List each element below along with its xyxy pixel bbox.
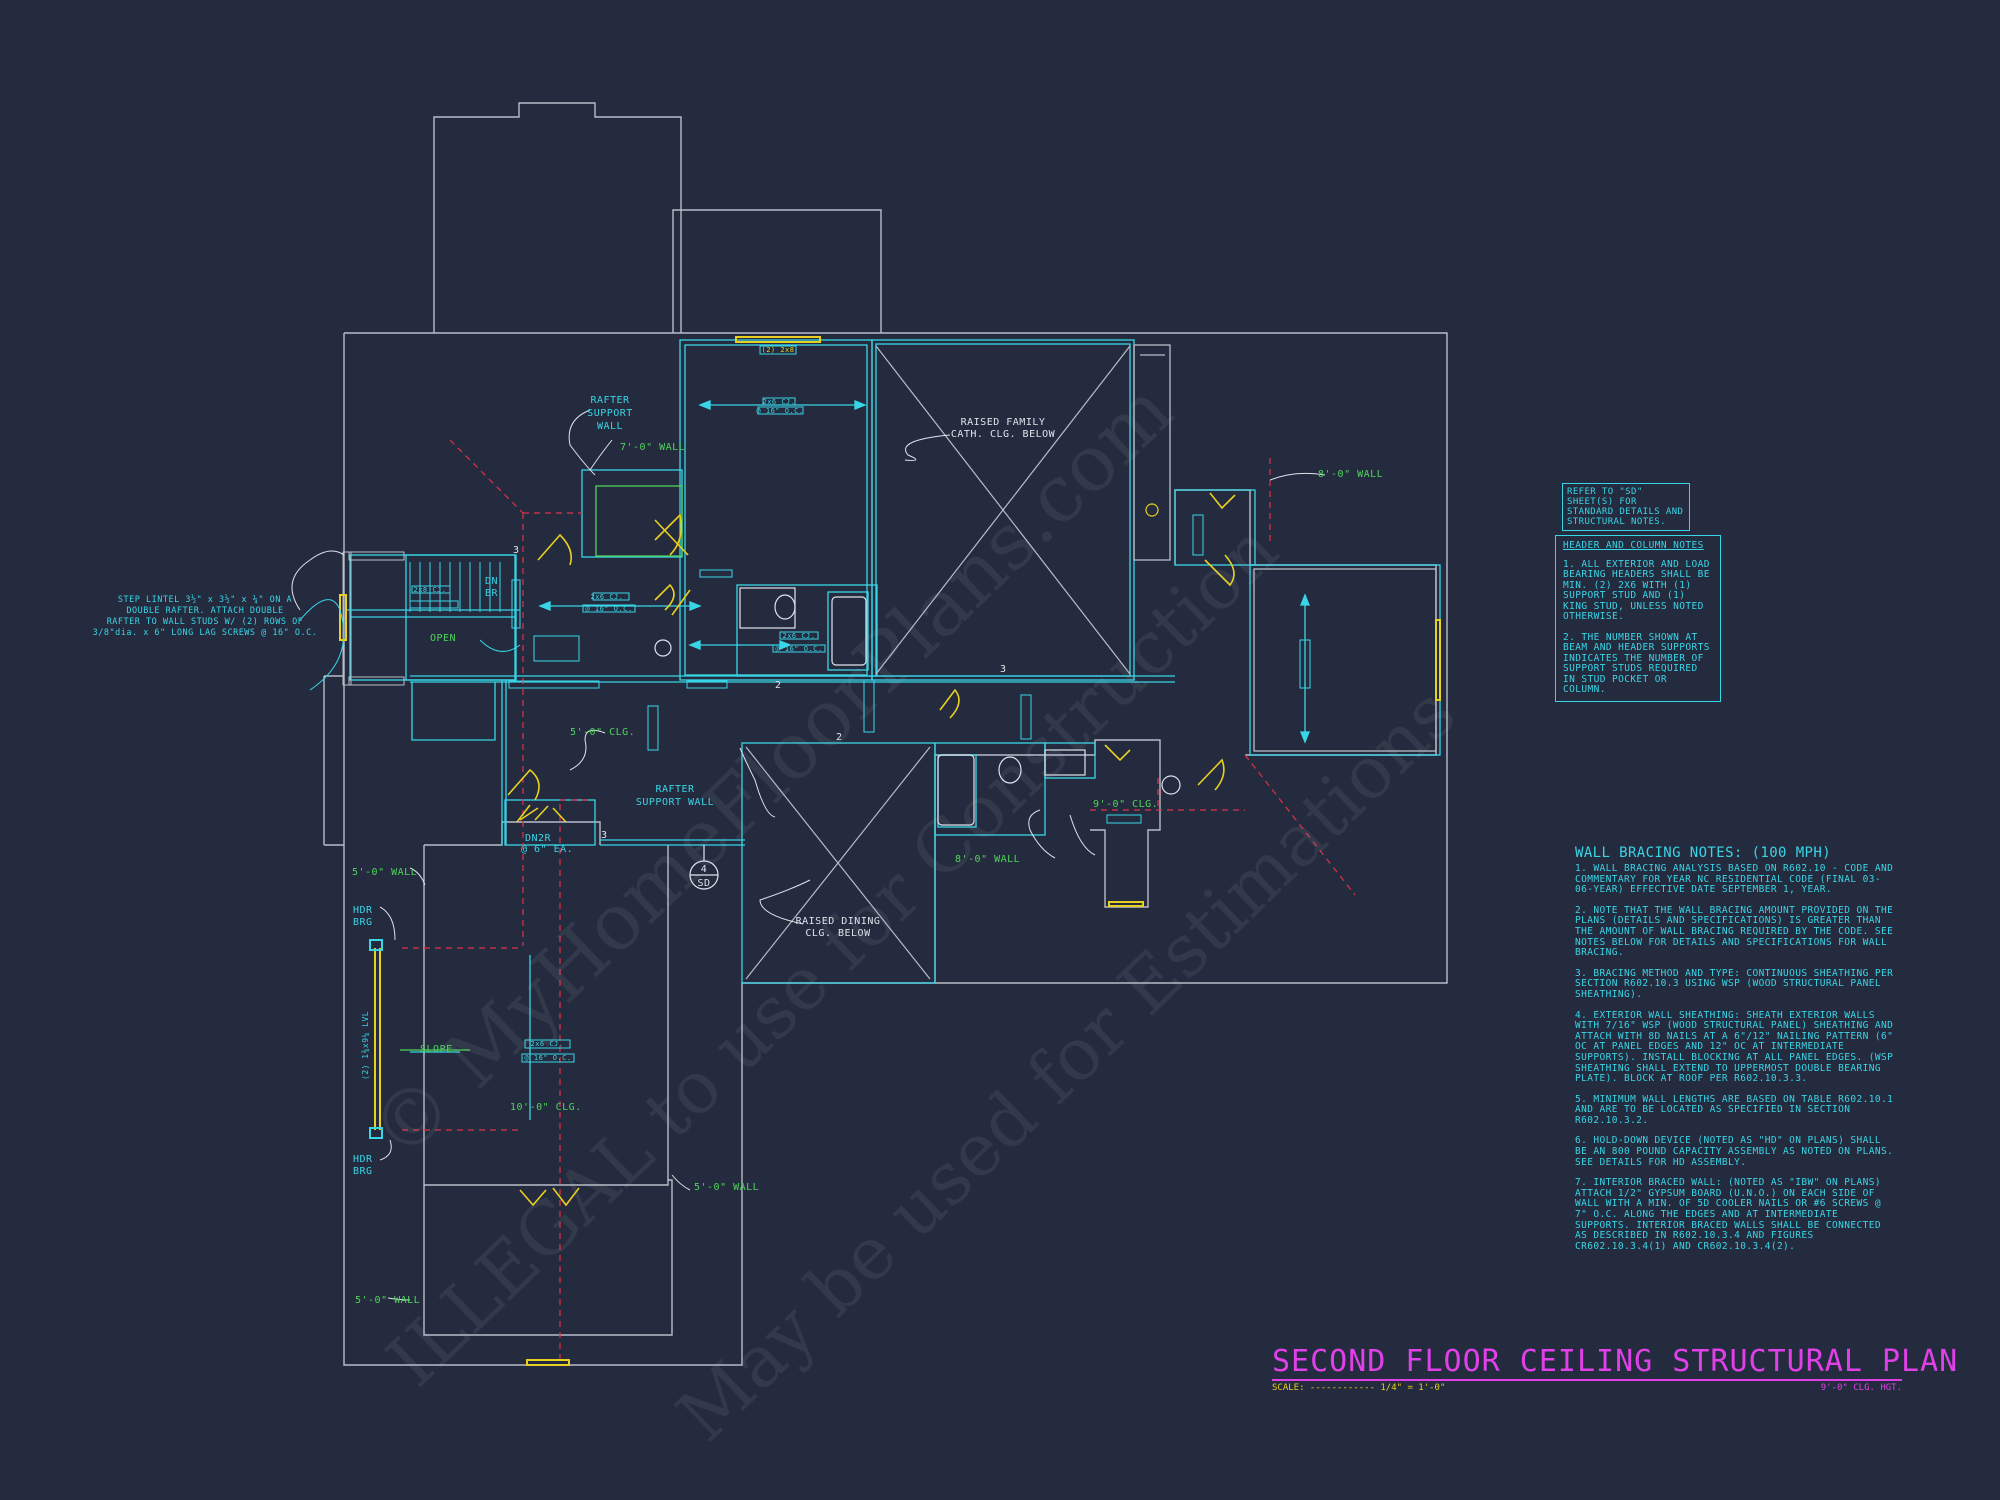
bracing-note-6: 6. HOLD-DOWN DEVICE (NOTED AS "HD" ON PL… (1575, 1135, 1894, 1168)
door-swings (507, 492, 1236, 1207)
label-beam-2x6a: 2x6 CJ. (762, 398, 795, 406)
label-open: OPEN (430, 633, 456, 644)
beam-tags (409, 345, 1311, 1063)
label-beam-2x6b: 2x6 CJ. (590, 593, 623, 601)
label-wall-5b: 5'-0" WALL (694, 1182, 759, 1193)
label-rafter-support-1a: RAFTER (590, 395, 630, 406)
label-rafter-support-1b: SUPPORT (587, 408, 633, 419)
label-stud-3a: 3 (513, 545, 520, 556)
vault-cross-lines (745, 345, 1131, 980)
label-step-lintel-4: 3/8"dia. x 6" LONG LAG SCREWS @ 16" O.C. (93, 628, 318, 638)
header-column-notes: HEADER AND COLUMN NOTES 1. ALL EXTERIOR … (1555, 535, 1721, 702)
label-rafter-support-1c: WALL (597, 421, 623, 432)
label-rafter-support-2b: SUPPORT WALL (636, 797, 714, 808)
beam-arrows (345, 400, 1310, 1120)
label-slope: SLOPE (420, 1044, 453, 1055)
bracing-note-7: 7. INTERIOR BRACED WALL: (NOTED AS "IBW"… (1575, 1177, 1881, 1252)
label-beam-16d: @ 16" O.C. (524, 1054, 571, 1062)
label-beam-16b: @ 16" O.C. (585, 605, 632, 613)
label-wall-7: 7'-0" WALL (620, 442, 685, 453)
label-beam-16c: @ 16" O.C. (775, 645, 822, 653)
header-notes-title: HEADER AND COLUMN NOTES (1563, 540, 1704, 551)
label-raised-family-a: RAISED FAMILY (961, 417, 1046, 428)
label-wall-5c: 5'-0" WALL (355, 1295, 420, 1306)
refer-note-box: REFER TO "SD" SHEET(S) FOR STANDARD DETA… (1562, 483, 1690, 531)
plan-ceiling-height: 9'-0" CLG. HGT. (1820, 1383, 1902, 1393)
label-rafter-support-2a: RAFTER (655, 784, 695, 795)
label-step-lintel-2: DOUBLE RAFTER. ATTACH DOUBLE (126, 606, 283, 616)
label-raised-family-b: CATH. CLG. BELOW (951, 429, 1056, 440)
label-detail-num: 4 (701, 864, 708, 875)
label-wall-8a: 8'-0" WALL (1318, 469, 1383, 480)
label-clg-9: 9'-0" CLG. (1093, 799, 1158, 810)
label-detail-sheet: SD (697, 878, 710, 889)
label-stud-3b: 3 (1000, 664, 1007, 675)
header-note-2: 2. THE NUMBER SHOWN AT BEAM AND HEADER S… (1563, 631, 1710, 695)
bracing-note-4: 4. EXTERIOR WALL SHEATHING: SHEATH EXTER… (1575, 1009, 1894, 1085)
plan-title: SECOND FLOOR CEILING STRUCTURAL PLAN (1272, 1344, 1959, 1381)
label-step-lintel-1: STEP LINTEL 3½" x 3½" x ¼" ON A (118, 594, 292, 605)
label-header-2x8: (2) 2x8 (761, 346, 794, 354)
title-block: SECOND FLOOR CEILING STRUCTURAL PLAN SCA… (1272, 1344, 1959, 1393)
label-clg-10: 10'-0" CLG. (510, 1102, 582, 1113)
label-beam-16a: @ 16" O.C. (756, 407, 803, 415)
label-beam-2x8: 2x8 CJ. (413, 586, 446, 594)
bath-fixtures (654, 503, 1181, 826)
bracing-note-5: 5. MINIMUM WALL LENGTHS ARE BASED ON TAB… (1575, 1093, 1894, 1126)
label-stud-3c: 3 (601, 830, 608, 841)
label-each: @ 6" EA. (521, 844, 573, 855)
label-step-lintel-3: RAFTER TO WALL STUDS W/ (2) ROWS OF (107, 617, 304, 627)
label-br: BR (485, 588, 499, 599)
label-stud-2a: 2 (775, 680, 782, 691)
bracing-note-1: 1. WALL BRACING ANALYSIS BASED ON R602.1… (1575, 863, 1894, 896)
label-beam-lvl: (2) 1¾x9¼ LVL (361, 1011, 370, 1080)
label-beam-2x6c: 2x6 CJ. (782, 632, 815, 640)
wall-bracing-notes: WALL BRACING NOTES: (100 MPH) 1. WALL BR… (1575, 845, 1895, 1262)
bracing-note-3: 3. BRACING METHOD AND TYPE: CONTINUOUS S… (1575, 967, 1894, 1000)
label-hdr-brg-2a: HDR (353, 1154, 373, 1165)
leader-lines (291, 409, 1326, 1301)
label-hdr-brg-2b: BRG (353, 1166, 373, 1177)
label-raised-dining-b: CLG. BELOW (805, 928, 871, 939)
label-wall-8b: 8'-0" WALL (955, 854, 1020, 865)
label-raised-dining-a: RAISED DINING (796, 916, 881, 927)
section-detail-bubble[interactable] (689, 845, 719, 890)
stair-hatch (342, 551, 405, 686)
label-wall-5a: 5'-0" WALL (352, 867, 417, 878)
label-stud-2b: 2 (836, 732, 843, 743)
bracing-notes-title: WALL BRACING NOTES: (100 MPH) (1575, 845, 1832, 861)
header-note-1: 1. ALL EXTERIOR AND LOAD BEARING HEADERS… (1563, 558, 1710, 622)
label-hdr-brg-1b: BRG (353, 917, 373, 928)
label-dn: DN (485, 576, 498, 587)
bracing-note-2: 2. NOTE THAT THE WALL BRACING AMOUNT PRO… (1575, 904, 1894, 959)
label-beam-2x6d: 2x6 CJ. (530, 1040, 563, 1048)
leader-lines-cyan (299, 599, 521, 691)
label-clg-5: 5'-0" CLG. (570, 727, 635, 738)
roof-lines (402, 439, 1356, 1360)
lvl-beam (339, 336, 1441, 1366)
label-dn2r: DN2R (525, 833, 552, 844)
exterior-outline (323, 102, 1448, 1366)
plan-scale: SCALE: ------------ 1/4" = 1'-0" (1272, 1383, 1446, 1393)
label-hdr-brg-1a: HDR (353, 905, 373, 916)
interior-walls (349, 339, 1441, 984)
